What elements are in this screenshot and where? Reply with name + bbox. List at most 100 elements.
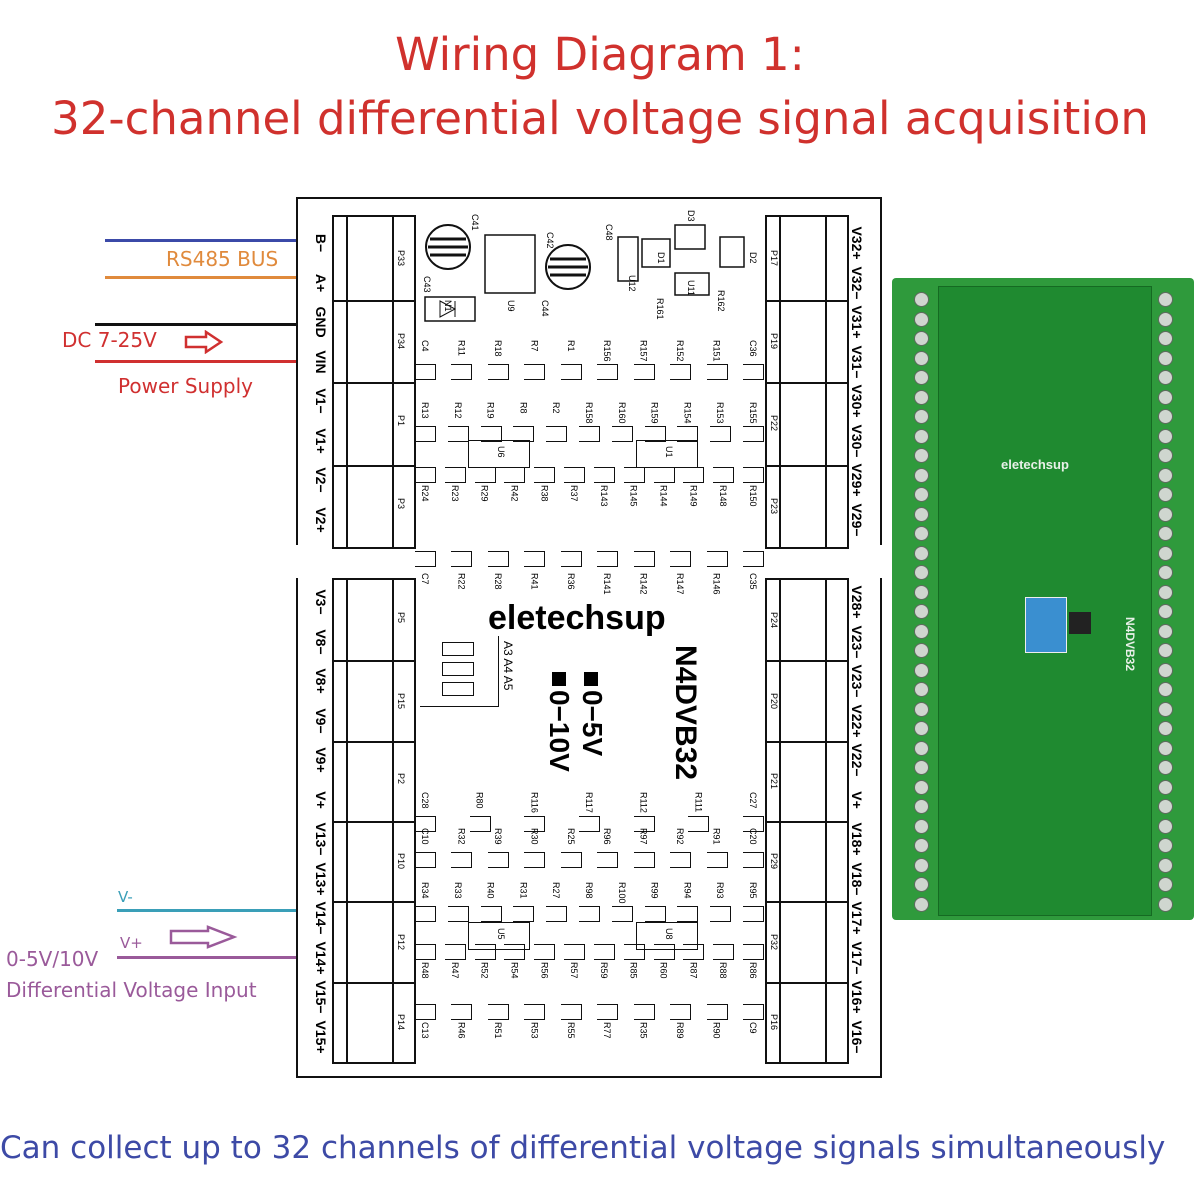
component-pad xyxy=(415,816,436,832)
component-label: R87 xyxy=(688,962,699,979)
component-pad xyxy=(504,944,526,960)
terminal-screw xyxy=(914,721,929,736)
part-label: U9 xyxy=(506,300,516,312)
component-pad xyxy=(710,906,732,922)
photo-model: N4DVB32 xyxy=(1123,617,1137,672)
component-pad xyxy=(487,1004,509,1020)
component-label: R51 xyxy=(492,1022,503,1039)
component-pad xyxy=(597,852,619,868)
component-pad xyxy=(611,426,633,442)
component-pad xyxy=(447,906,469,922)
terminal-screw xyxy=(914,643,929,658)
component-pad xyxy=(579,816,600,832)
terminal-screw xyxy=(914,877,929,892)
component-label: R37 xyxy=(569,485,580,502)
component-pad xyxy=(710,426,732,442)
component-pad xyxy=(743,944,764,960)
component-pad xyxy=(415,944,436,960)
terminal-label: V15− xyxy=(313,980,329,1014)
component-pad xyxy=(513,906,535,922)
terminal-label: V3− xyxy=(313,589,329,615)
terminal-label: V17+ xyxy=(849,901,865,935)
port-label: P15 xyxy=(396,692,406,709)
component-pad xyxy=(644,426,666,442)
component-pad xyxy=(444,467,466,483)
terminal-screw xyxy=(1158,331,1173,346)
terminal-screw xyxy=(1158,818,1173,834)
address-pins-label: A3 A4 A5 xyxy=(501,641,515,691)
component-label: R151 xyxy=(711,340,722,362)
part-label: C43 xyxy=(422,276,432,293)
component-label: R23 xyxy=(449,485,460,502)
component-label: R40 xyxy=(485,882,496,899)
component-pad xyxy=(633,364,655,380)
component-label: C35 xyxy=(748,573,758,590)
v-minus-label: V- xyxy=(118,888,133,906)
component-pad xyxy=(451,1004,473,1020)
component-pad xyxy=(670,551,692,567)
component-label: R12 xyxy=(452,402,463,419)
component-pad xyxy=(564,944,586,960)
component-pad xyxy=(653,944,675,960)
component-label: R34 xyxy=(420,882,430,899)
port-label: P19 xyxy=(769,332,779,349)
component-pad xyxy=(644,906,666,922)
ic-outline xyxy=(468,922,530,950)
part-label: C44 xyxy=(540,300,550,317)
component-pad xyxy=(611,906,633,922)
terminal-screw xyxy=(914,409,929,424)
terminal-screw xyxy=(914,760,929,775)
terminal-label: V32− xyxy=(849,265,865,300)
component-pad xyxy=(415,852,436,868)
gnd-wire xyxy=(95,323,313,326)
part-label: D3 xyxy=(686,210,696,222)
terminal-label: V2+ xyxy=(313,506,329,533)
component-pad xyxy=(560,1004,582,1020)
range-10v-label: 0−10V xyxy=(544,690,575,772)
component-pad xyxy=(597,1004,619,1020)
terminal-screw xyxy=(914,682,929,697)
component-label: R117 xyxy=(584,792,594,813)
component-label: R36 xyxy=(565,573,576,590)
component-label: C20 xyxy=(748,828,758,845)
terminal-screw xyxy=(1158,604,1173,619)
component-label: R24 xyxy=(420,485,430,502)
component-pad xyxy=(560,551,582,567)
terminal-screw xyxy=(914,467,929,483)
terminal-screw xyxy=(914,838,929,853)
component-label: R52 xyxy=(479,962,490,979)
component-label: R8 xyxy=(518,402,529,414)
component-pad xyxy=(683,944,705,960)
product-pcb: eletechsup N4DVB32 xyxy=(938,286,1152,916)
photo-brand: eletechsup xyxy=(1001,457,1069,472)
rs485-label: RS485 BUS xyxy=(166,247,279,271)
component-pad xyxy=(706,852,728,868)
component-label: R18 xyxy=(492,340,503,357)
component-pad xyxy=(415,467,436,483)
component-pad xyxy=(487,364,509,380)
terminal-label: V14+ xyxy=(313,940,329,975)
terminal-label: V30− xyxy=(849,423,865,458)
terminal-label: V+ xyxy=(849,790,865,809)
terminal-screw xyxy=(1158,799,1173,814)
terminal-label: V15+ xyxy=(313,1019,329,1054)
rs485-b-wire xyxy=(105,239,313,242)
component-label: C36 xyxy=(748,340,758,357)
component-label: R53 xyxy=(529,1022,540,1039)
component-pad xyxy=(623,467,645,483)
component-pad xyxy=(447,426,469,442)
port-label: P24 xyxy=(769,612,779,629)
port-label: P14 xyxy=(396,1013,406,1030)
terminal-screw xyxy=(1158,506,1173,522)
component-label: R146 xyxy=(711,573,722,595)
component-label: R148 xyxy=(718,485,729,507)
component-pad xyxy=(524,1004,546,1020)
component-label: R152 xyxy=(675,340,686,362)
terminal-label: GND xyxy=(313,306,329,338)
component-pad xyxy=(560,364,582,380)
rs485-a-wire xyxy=(105,276,313,279)
component-label: R99 xyxy=(649,882,660,899)
terminal-label: V29− xyxy=(849,502,865,537)
terminal-screw xyxy=(914,818,929,834)
